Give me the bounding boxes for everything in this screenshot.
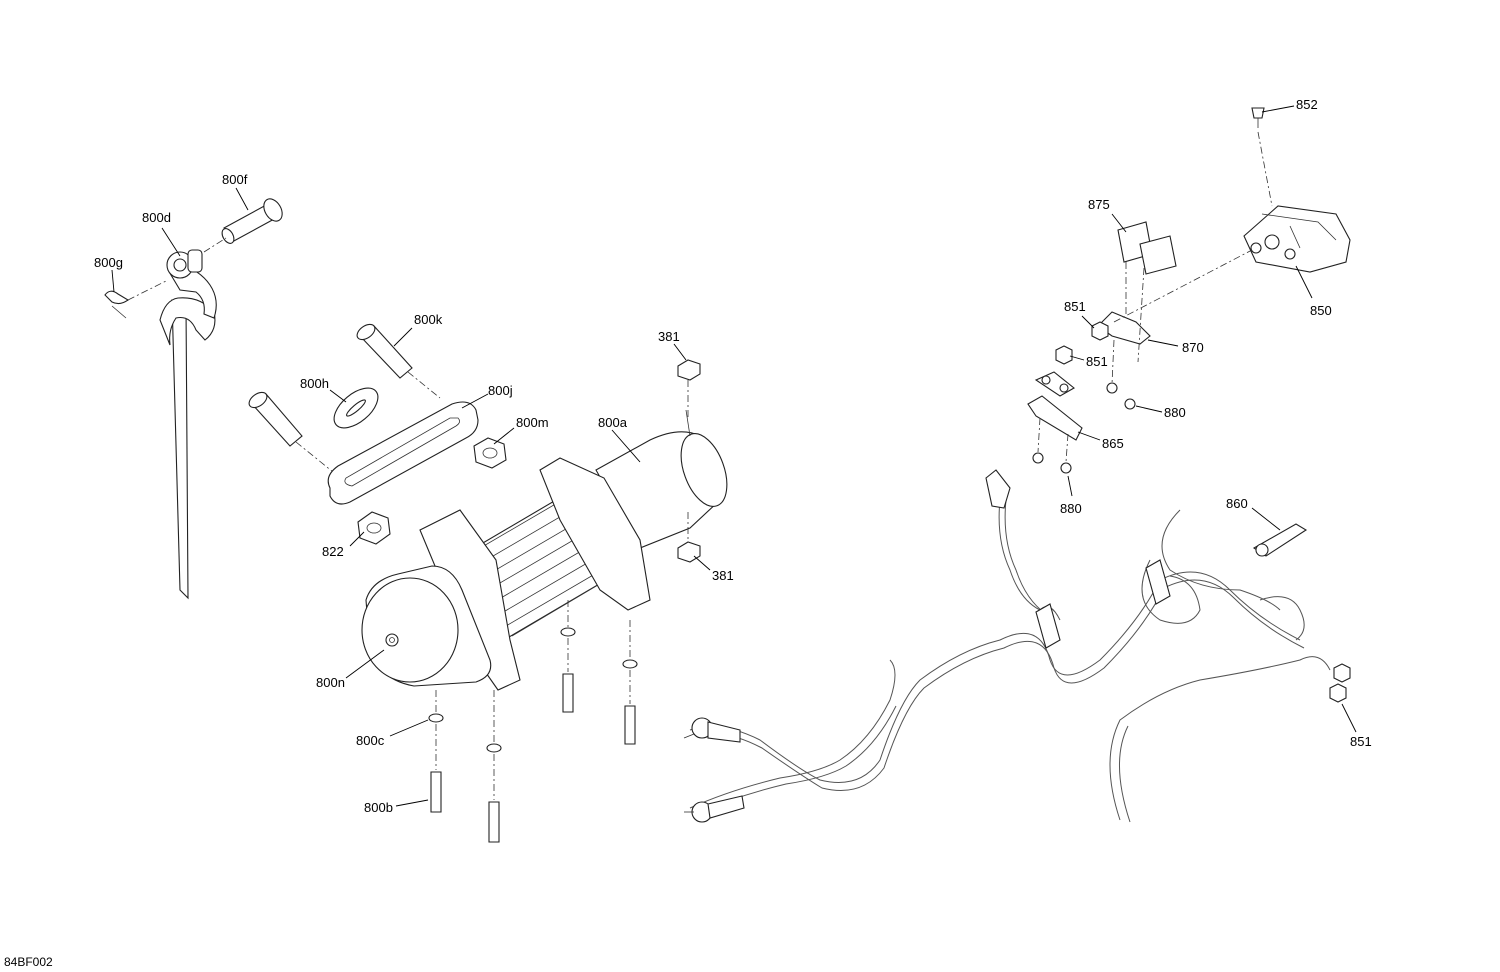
- callout-800n: 800n: [316, 675, 345, 690]
- callout-800c: 800c: [356, 733, 385, 748]
- drawing-code: 84BF002: [4, 955, 53, 969]
- callout-381-top: 381: [658, 329, 680, 344]
- winch-body: [361, 359, 728, 843]
- callout-800a: 800a: [598, 415, 628, 430]
- callout-852: 852: [1296, 97, 1318, 112]
- callout-800m: 800m: [516, 415, 549, 430]
- callout-865: 865: [1102, 436, 1124, 451]
- callout-851-c: 851: [1350, 734, 1372, 749]
- callout-800k: 800k: [414, 312, 443, 327]
- callout-875: 875: [1088, 197, 1110, 212]
- contactor-assembly: [1027, 107, 1351, 474]
- callout-850: 850: [1310, 303, 1332, 318]
- callout-800h: 800h: [300, 376, 329, 391]
- callout-822: 822: [322, 544, 344, 559]
- callout-800b: 800b: [364, 800, 393, 815]
- callout-381-bottom: 381: [712, 568, 734, 583]
- callout-870: 870: [1182, 340, 1204, 355]
- callout-800f: 800f: [222, 172, 248, 187]
- leader-lines: [111, 105, 1357, 807]
- callout-800d: 800d: [142, 210, 171, 225]
- hook-strap-assembly: [104, 198, 283, 600]
- callout-800j: 800j: [488, 383, 513, 398]
- callout-851-a: 851: [1064, 299, 1086, 314]
- callout-860: 860: [1226, 496, 1248, 511]
- callout-851-b: 851: [1086, 354, 1108, 369]
- fairlead-assembly: [248, 323, 507, 545]
- callout-880-b: 880: [1060, 501, 1082, 516]
- callout-880-a: 880: [1164, 405, 1186, 420]
- wiring-harness: [683, 469, 1351, 823]
- callout-800g: 800g: [94, 255, 123, 270]
